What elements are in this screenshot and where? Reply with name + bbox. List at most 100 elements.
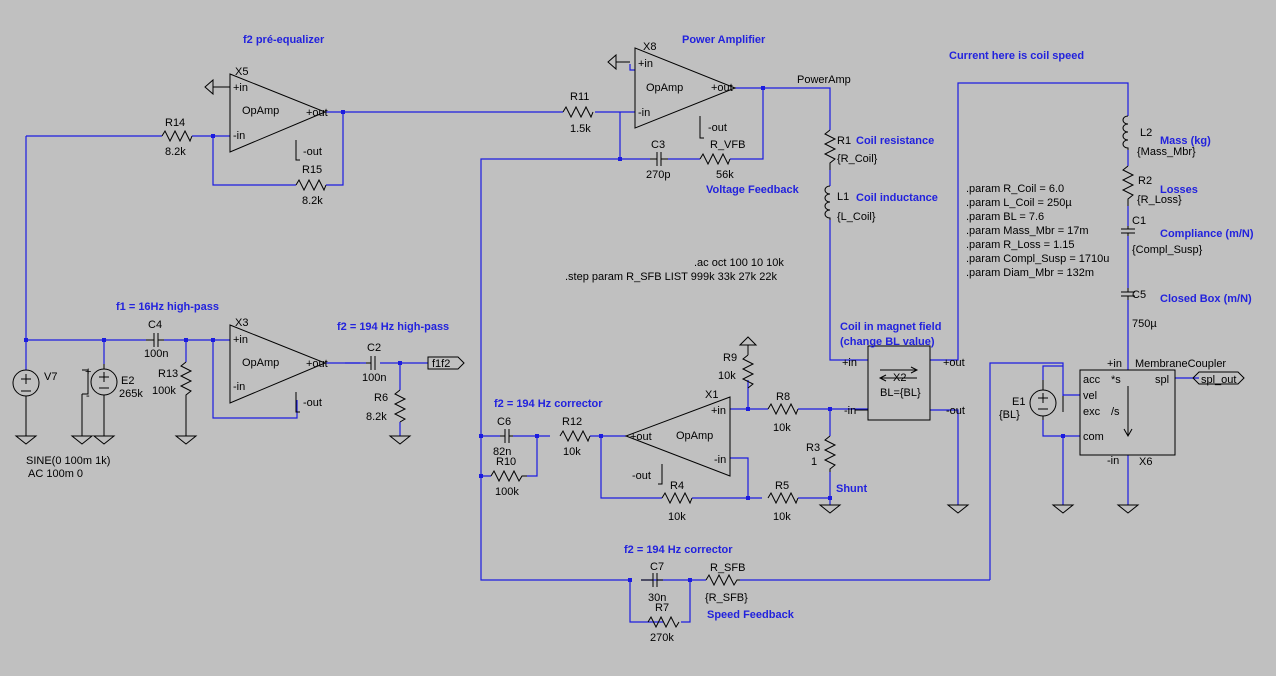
- svg-text:10k: 10k: [773, 511, 791, 523]
- source-v7: V7 SINE(0 100m 1k) AC 100m 0: [12, 369, 110, 480]
- svg-text:f2 = 194 Hz corrector: f2 = 194 Hz corrector: [624, 544, 733, 556]
- svg-text:R10: R10: [496, 456, 516, 468]
- svg-text:R12: R12: [562, 416, 582, 428]
- svg-text:30n: 30n: [648, 592, 666, 604]
- svg-text:X3: X3: [235, 317, 248, 329]
- svg-text:Mass (kg): Mass (kg): [1160, 135, 1211, 147]
- svg-text:{L_Coil}: {L_Coil}: [837, 211, 876, 223]
- svg-text:f2 pré-equalizer: f2 pré-equalizer: [243, 34, 325, 46]
- svg-text:+out: +out: [306, 358, 328, 370]
- svg-text:{Compl_Susp}: {Compl_Susp}: [1132, 244, 1203, 256]
- svg-text:+out: +out: [943, 357, 965, 369]
- svg-text:/s: /s: [1111, 406, 1120, 418]
- svg-text:{BL}: {BL}: [999, 409, 1020, 421]
- svg-text:-in: -in: [844, 405, 856, 417]
- svg-text:270p: 270p: [646, 169, 670, 181]
- svg-text:56k: 56k: [716, 169, 734, 181]
- svg-text:f1 = 16Hz high-pass: f1 = 16Hz high-pass: [116, 301, 219, 313]
- opamp-x8: X8 +in -in OpAmp +out -out: [607, 41, 737, 139]
- svg-text:(change BL value): (change BL value): [840, 336, 935, 348]
- svg-text:-in: -in: [638, 107, 650, 119]
- svg-text:f2 = 194 Hz high-pass: f2 = 194 Hz high-pass: [337, 321, 449, 333]
- svg-text:BL={BL}: BL={BL}: [880, 387, 921, 399]
- block-x6: acc vel exc com *s /s spl +in -in Membra…: [1079, 358, 1226, 468]
- svg-text:V7: V7: [44, 371, 57, 383]
- svg-text:270k: 270k: [650, 632, 674, 644]
- svg-text:-in: -in: [233, 381, 245, 393]
- svg-text:C5: C5: [1132, 289, 1146, 301]
- svg-text:-: -: [86, 390, 90, 402]
- svg-text:C3: C3: [651, 139, 665, 151]
- svg-text:C4: C4: [148, 319, 162, 331]
- svg-text:Power Amplifier: Power Amplifier: [682, 34, 766, 46]
- svg-text:acc: acc: [1083, 374, 1101, 386]
- svg-text:Speed Feedback: Speed Feedback: [707, 609, 795, 621]
- svg-text:E2: E2: [121, 375, 134, 387]
- svg-text:X2: X2: [893, 372, 906, 384]
- ground-symbols: [14, 336, 1140, 514]
- svg-text:-out: -out: [303, 146, 322, 158]
- svg-text:R11: R11: [570, 91, 589, 103]
- svg-text:X6: X6: [1139, 456, 1152, 468]
- svg-text:-out: -out: [946, 405, 965, 417]
- svg-text:+out: +out: [630, 431, 652, 443]
- opamp-x1: X1 +in -in OpAmp +out -out: [624, 389, 731, 485]
- svg-text:R_SFB: R_SFB: [710, 562, 745, 574]
- svg-text:Shunt: Shunt: [836, 483, 867, 495]
- svg-text:8.2k: 8.2k: [366, 411, 387, 423]
- svg-text:*s: *s: [1111, 374, 1121, 386]
- svg-text:R6: R6: [374, 392, 388, 404]
- svg-text:C1: C1: [1132, 215, 1146, 227]
- svg-text:100k: 100k: [495, 486, 519, 498]
- svg-text:f2 = 194 Hz corrector: f2 = 194 Hz corrector: [494, 398, 603, 410]
- svg-text:+out: +out: [306, 107, 328, 119]
- svg-text:+in: +in: [842, 357, 857, 369]
- svg-text:-in: -in: [233, 130, 245, 142]
- svg-text:E1: E1: [1012, 396, 1025, 408]
- svg-text:+: +: [85, 366, 91, 378]
- svg-text:OpAmp: OpAmp: [646, 82, 683, 94]
- svg-text:spl_out: spl_out: [1201, 374, 1236, 386]
- svg-text:Losses: Losses: [1160, 184, 1198, 196]
- svg-text:R3: R3: [806, 442, 820, 454]
- svg-text:L1: L1: [837, 191, 849, 203]
- svg-text:100k: 100k: [152, 385, 176, 397]
- svg-text:MembraneCoupler: MembraneCoupler: [1135, 358, 1226, 370]
- svg-text:X1: X1: [705, 389, 718, 401]
- svg-text:OpAmp: OpAmp: [676, 430, 713, 442]
- svg-text:R_VFB: R_VFB: [710, 139, 745, 151]
- svg-text:10k: 10k: [668, 511, 686, 523]
- svg-text:-in: -in: [1107, 455, 1119, 467]
- svg-text:+in: +in: [233, 334, 248, 346]
- svg-text:AC 100m 0: AC 100m 0: [28, 468, 83, 480]
- svg-text:SINE(0 100m 1k): SINE(0 100m 1k): [26, 455, 110, 467]
- svg-text:+in: +in: [1107, 358, 1122, 370]
- svg-text:R7: R7: [655, 602, 669, 614]
- svg-text:C7: C7: [650, 561, 664, 573]
- svg-text:Current here is coil speed: Current here is coil speed: [949, 50, 1084, 62]
- capacitors: [146, 152, 1135, 587]
- opamp-x3: X3 +in -in OpAmp +out -out: [229, 317, 328, 413]
- svg-text:PowerAmp: PowerAmp: [797, 74, 851, 86]
- comments: f2 pré-equalizer Power Amplifier Current…: [116, 34, 1254, 621]
- svg-text:-out: -out: [708, 122, 727, 134]
- svg-text:R13: R13: [158, 368, 178, 380]
- svg-text:{R_SFB}: {R_SFB}: [705, 592, 748, 604]
- svg-text:{Mass_Mbr}: {Mass_Mbr}: [1137, 146, 1196, 158]
- source-e2: + - E2 265k: [81, 364, 143, 436]
- svg-text:f1f2: f1f2: [432, 358, 450, 370]
- resistors: [161, 105, 1135, 629]
- svg-text:8.2k: 8.2k: [165, 146, 186, 158]
- opamp-x5: X5 +in -in OpAmp +out -out: [204, 66, 328, 161]
- svg-text:OpAmp: OpAmp: [242, 105, 279, 117]
- svg-text:1: 1: [811, 456, 817, 468]
- component-labels: R14 8.2k R15 8.2k R11 1.5k C3 270p R_VFB…: [144, 91, 1203, 644]
- svg-text:750µ: 750µ: [1132, 318, 1157, 330]
- svg-text:R2: R2: [1138, 175, 1152, 187]
- svg-text:+in: +in: [233, 82, 248, 94]
- svg-text:vel: vel: [1083, 390, 1097, 402]
- svg-text:.param BL = 7.6: .param BL = 7.6: [966, 211, 1044, 223]
- svg-text:{R_Loss}: {R_Loss}: [1137, 194, 1182, 206]
- svg-text:265k: 265k: [119, 388, 143, 400]
